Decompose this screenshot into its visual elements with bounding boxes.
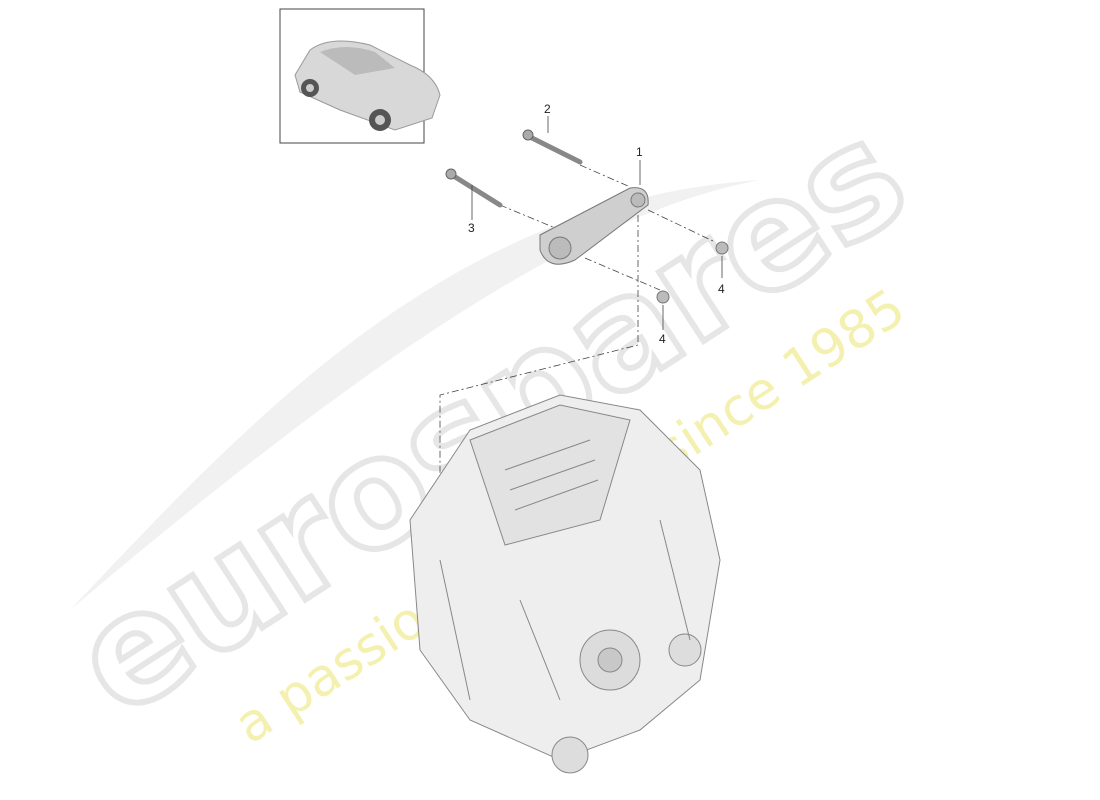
leader-lines [471,116,723,330]
bolt-part-2[interactable] [522,129,583,165]
nut-part-4a[interactable] [715,241,729,255]
vehicle-thumbnail [279,8,441,144]
assembly-lines [439,164,716,545]
callout-3: 3 [468,221,475,235]
callout-2: 2 [544,102,551,116]
nut-part-4b[interactable] [656,290,670,304]
callout-4a: 4 [718,282,725,296]
engine-mount-part-1[interactable] [539,187,649,265]
bolt-part-3[interactable] [445,168,503,208]
callout-1: 1 [636,145,643,159]
engine-illustration [409,394,721,774]
callout-4b: 4 [659,332,666,346]
